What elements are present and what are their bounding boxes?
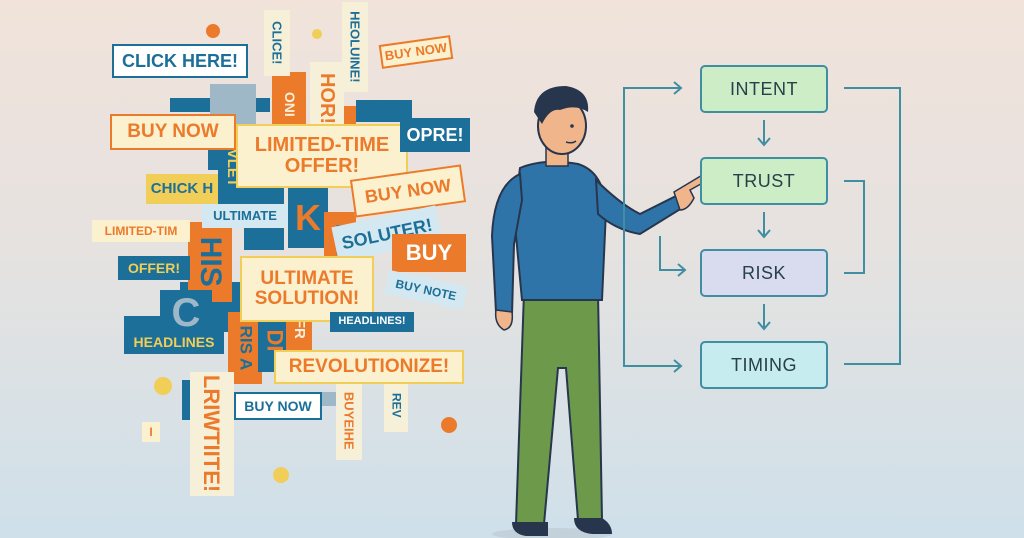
flow-node-label: TIMING	[731, 354, 797, 375]
buzzword-sticker: OPRE!	[400, 118, 470, 152]
buzzword-sticker: REV	[384, 378, 408, 432]
buzzword-text: BUY NOW	[127, 121, 219, 143]
flow-node-label: RISK	[741, 262, 786, 283]
buzzword-text: REVOLUTIONIZE!	[288, 356, 450, 378]
buzzword-text: BUY	[405, 240, 453, 266]
buzzword-text: OFFER!	[127, 259, 181, 276]
decorative-dot	[154, 377, 172, 395]
left-loop-line	[623, 87, 680, 367]
buzzword-sticker: LRIWTIITE!	[190, 372, 234, 496]
buzzword-sticker: HEADLINES!	[330, 312, 414, 332]
buzzword-sticker: BUY NOW	[110, 114, 236, 150]
flow-node-trust: TRUST	[700, 157, 828, 205]
buzzword-text: ULTIMATE	[213, 208, 277, 224]
buzzword-text: ULTIMATE SOLUTION!	[254, 268, 360, 309]
buzzword-sticker: ULTIMATE	[202, 204, 288, 228]
buzzword-sticker: I	[142, 422, 160, 442]
buzzword-text: K	[295, 197, 321, 239]
buzzword-sticker: REVOLUTIONIZE!	[274, 350, 464, 384]
decorative-dot	[273, 467, 289, 483]
buzzword-text: OPRE!	[406, 124, 464, 145]
buzzword-text: I	[149, 424, 153, 439]
buzzword-sticker: BUY NOW	[234, 392, 322, 420]
buzzword-sticker: HIS	[188, 222, 232, 302]
flow-node-risk: RISK	[700, 249, 828, 297]
buzzword-sticker: CHICK H	[146, 174, 218, 204]
buzzword-sticker: HOR!	[310, 62, 344, 134]
right-outer-bracket	[844, 87, 901, 365]
flow-node-label: INTENT	[730, 78, 798, 99]
decorative-dot	[312, 29, 322, 39]
decorative-dot	[206, 24, 220, 38]
collage-block	[356, 100, 412, 122]
buzzword-sticker: LIMITED-TIM	[92, 220, 190, 242]
buzzword-text: C	[171, 291, 201, 335]
flow-node-label: TRUST	[732, 170, 796, 191]
buzzword-sticker: BUY	[392, 234, 466, 272]
buzzword-sticker: ULTIMATE SOLUTION!	[240, 256, 374, 322]
buzzword-sticker: K	[288, 188, 328, 248]
decorative-dot	[441, 417, 457, 433]
flow-node-timing: TIMING	[700, 341, 828, 389]
buzzword-sticker: OFFER!	[118, 256, 190, 280]
buzzword-text: CLICK HERE!	[122, 50, 238, 71]
right-inner-bracket	[844, 180, 865, 274]
buzzword-sticker: BUYEIHE	[336, 382, 362, 460]
buzzword-sticker: CLICK HERE!	[112, 44, 248, 78]
buzzword-text: CHICK H	[150, 180, 214, 198]
buzzword-text: BUY NOW	[244, 397, 312, 414]
buzzword-text: LIMITED-TIME OFFER!	[254, 134, 390, 177]
buzzword-sticker: HEOLUINE!	[342, 2, 368, 92]
buzzword-text: HEADLINES!	[338, 315, 406, 328]
flow-node-intent: INTENT	[700, 65, 828, 113]
buzzword-sticker: HEADLINES	[124, 330, 224, 354]
buzzword-text: HEADLINES	[133, 333, 215, 350]
buzzword-sticker: CLICE!	[264, 10, 290, 76]
buzzword-sticker: C	[160, 290, 212, 336]
buzzword-text: LIMITED-TIM	[104, 223, 178, 238]
